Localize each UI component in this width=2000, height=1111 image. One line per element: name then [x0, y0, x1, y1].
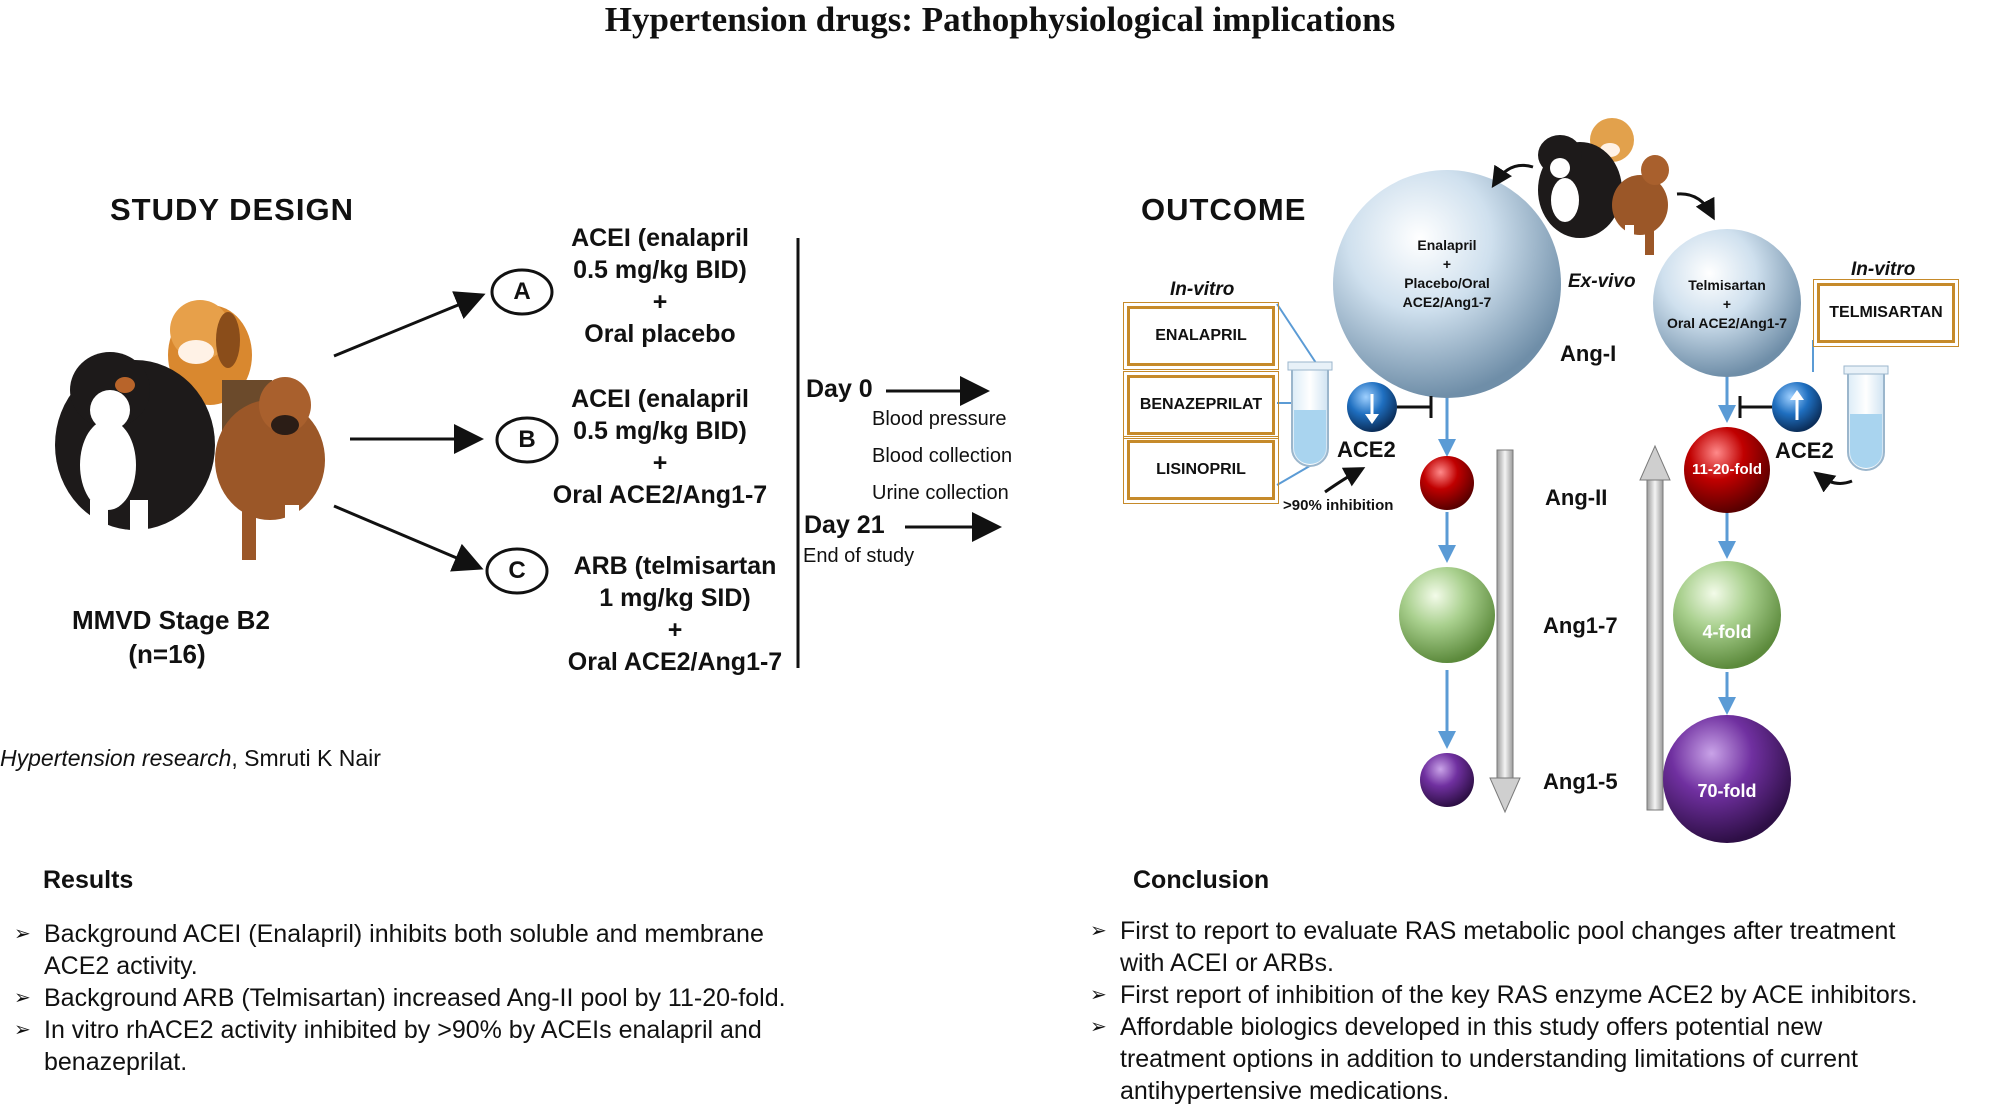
- sphere-ang1-7-right: [1673, 561, 1781, 669]
- citation-journal: Hypertension research: [0, 745, 232, 771]
- arrow-to-arm-a: [333, 291, 486, 358]
- arm-c-circle: [485, 547, 549, 595]
- peptide-ang1-7: Ang1-7: [1543, 613, 1618, 638]
- day0-label: Day 0: [806, 375, 873, 403]
- sphere-ang-i-left: [1333, 170, 1561, 398]
- down-gray-arrow: [1489, 449, 1521, 814]
- fold-label-ang1-5: 70-fold: [1697, 781, 1757, 801]
- ace2-left-label: ACE2: [1337, 437, 1396, 462]
- arm-a-circle: [490, 268, 554, 316]
- conclusion-bullet: ➢First report of inhibition of the key R…: [1090, 981, 1918, 1009]
- results-header: Results: [43, 866, 134, 894]
- sphere-ang1-7-left: [1399, 567, 1495, 663]
- invitro-right-label: In-vitro: [1851, 259, 1916, 280]
- arrow-to-arm-c: [333, 504, 484, 572]
- left-sphere-label: Enalapril + Placebo/Oral ACE2/Ang1-7: [1402, 237, 1492, 310]
- arm-b-text: ACEI (enalapril 0.5 mg/kg BID) + Oral AC…: [552, 385, 768, 509]
- dogs-illustration-left: [55, 300, 325, 560]
- exvivo-label: Ex-vivo: [1568, 271, 1636, 292]
- arm-c-text: ARB (telmisartan 1 mg/kg SID) + Oral ACE…: [567, 552, 783, 676]
- results-list: ➢Background ACEI (Enalapril) inhibits bo…: [14, 918, 884, 1078]
- ace2-right-label: ACE2: [1775, 438, 1834, 463]
- population-label: MMVD Stage B2 (n=16): [72, 605, 270, 669]
- ace2-up-right-icon: [1738, 382, 1822, 432]
- connector-enalapril: [1276, 303, 1323, 373]
- fold-label-ang-ii: 11-20-fold: [1691, 461, 1763, 478]
- arm-a-letter: A: [513, 278, 531, 305]
- drug-box-benazeprilat: BENAZEPRILAT: [1123, 371, 1279, 439]
- arm-a-text: ACEI (enalapril 0.5 mg/kg BID) + Oral pl…: [571, 224, 749, 348]
- sphere-ang-ii-left: [1420, 456, 1474, 510]
- conclusion-bullet: ➢Affordable biologics developed in this …: [1090, 1013, 1858, 1105]
- right-sphere-label: Telmisartan + Oral ACE2/Ang1-7: [1666, 277, 1788, 331]
- page-title: Hypertension drugs: Pathophysiological i…: [604, 0, 1396, 39]
- conclusion-bullet: ➢First to report to evaluate RAS metabol…: [1090, 917, 1896, 977]
- sphere-ang-i-right: [1653, 229, 1801, 377]
- conclusion-header: Conclusion: [1133, 866, 1270, 894]
- drug-box-telmisartan: TELMISARTAN: [1813, 279, 1959, 347]
- day21-item: End of study: [803, 545, 915, 567]
- fold-label-ang1-7: 4-fold: [1702, 622, 1752, 642]
- results-bullet: ➢Background ARB (Telmisartan) increased …: [14, 984, 786, 1012]
- study-design-header: STUDY DESIGN: [110, 192, 354, 227]
- drug-box-enalapril: ENALAPRIL: [1123, 302, 1279, 370]
- drug-box-lisinopril: LISINOPRIL: [1123, 436, 1279, 504]
- peptide-ang1-5: Ang1-5: [1543, 769, 1618, 794]
- test-tube-left-icon: [1287, 361, 1333, 467]
- sphere-ang1-5-left: [1420, 753, 1474, 807]
- up-gray-arrow: [1639, 444, 1671, 811]
- day21-label: Day 21: [804, 511, 885, 539]
- citation: Hypertension research, Smruti K Nair: [0, 745, 381, 772]
- peptide-ang-ii: Ang-II: [1545, 485, 1608, 510]
- citation-author: , Smruti K Nair: [231, 745, 381, 771]
- conclusion-list: ➢First to report to evaluate RAS metabol…: [1090, 915, 2000, 1107]
- results-bullet: ➢Background ACEI (Enalapril) inhibits bo…: [14, 920, 764, 980]
- peptide-ang-i: Ang-I: [1560, 341, 1617, 366]
- dogs-illustration-top: [1538, 118, 1669, 255]
- sphere-ang-ii-right: [1684, 427, 1770, 513]
- results-bullet: ➢In vitro rhACE2 activity inhibited by >…: [14, 1016, 762, 1076]
- ace2-down-left-icon: [1347, 382, 1433, 432]
- inhibition-label: >90% inhibition: [1283, 497, 1394, 514]
- invitro-left-label: In-vitro: [1170, 279, 1235, 300]
- test-tube-right-icon: [1843, 365, 1889, 471]
- outcome-header: OUTCOME: [1141, 192, 1307, 227]
- arm-b-circle: [495, 416, 559, 464]
- day0-items: Blood pressure Blood collection Urine co…: [872, 408, 1013, 504]
- arm-c-letter: C: [508, 557, 526, 584]
- sphere-ang1-5-right: [1663, 715, 1791, 843]
- arm-b-letter: B: [518, 426, 536, 453]
